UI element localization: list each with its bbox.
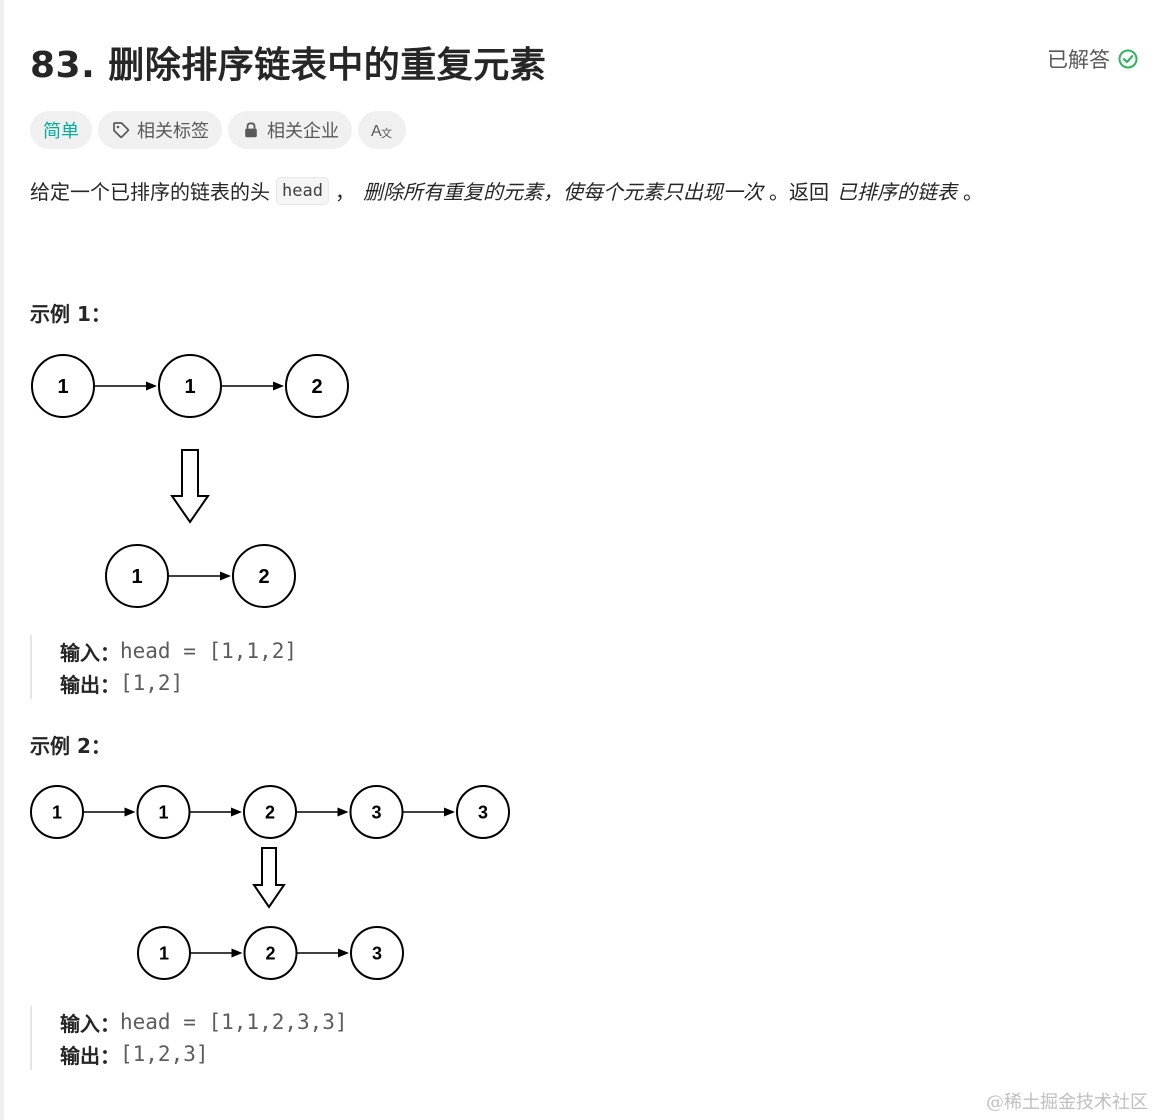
ex1-before-node <box>31 354 95 418</box>
example-2-diagram: 1 1 2 3 3 1 2 3 <box>30 785 510 980</box>
svg-text:A: A <box>371 123 382 140</box>
desc-emphasis-1: 删除所有重复的元素，使每个元素只出现一次 <box>362 180 763 204</box>
translate-button[interactable]: A 文 <box>358 111 406 149</box>
ex2-before-node-value: 1 <box>52 802 62 822</box>
solved-status: 已解答 <box>1047 44 1138 74</box>
desc-code-head: head <box>276 176 329 205</box>
ex2-before-arrow-head <box>337 807 349 817</box>
input-value: head = [1,1,2,3,3] <box>120 1010 348 1034</box>
tag-icon <box>113 122 130 139</box>
desc-emphasis-2: 已排序的链表 <box>836 180 957 204</box>
ex2-after-node-value: 1 <box>159 943 169 963</box>
ex2-before-node-value: 3 <box>371 802 381 822</box>
ex2-before-node <box>349 785 404 839</box>
ex1-before-arrow-head <box>273 381 284 391</box>
ex1-before-arrow-head <box>146 381 157 391</box>
example-1-title: 示例 1： <box>30 302 111 326</box>
example-1-output: 输出： [1,2] <box>60 667 297 699</box>
example-1-input: 输入： head = [1,1,2] <box>60 635 297 667</box>
ex2-after-node <box>137 926 191 980</box>
ex2-before-arrow-head <box>124 807 136 817</box>
ex1-after-arrow-head <box>220 571 231 581</box>
related-companies-label: 相关企业 <box>267 121 339 142</box>
desc-text-2: ， <box>334 180 355 204</box>
ex1-after-node <box>232 544 296 608</box>
ex2-after-node <box>350 926 404 980</box>
ex2-before-node <box>30 785 84 839</box>
ex2-after-arrow-head <box>231 948 243 958</box>
ex2-before-node <box>136 785 191 839</box>
svg-text:文: 文 <box>381 126 392 140</box>
ex2-before-node-value: 3 <box>478 802 488 822</box>
ex1-before-node-value: 2 <box>311 376 322 398</box>
solved-label: 已解答 <box>1047 48 1110 72</box>
input-value: head = [1,1,2] <box>120 639 298 663</box>
related-companies-button[interactable]: 相关企业 <box>228 111 352 149</box>
page-title: 83. 删除排序链表中的重复元素 <box>30 45 547 86</box>
ex1-before-node <box>285 354 349 418</box>
example-1-io: 输入： head = [1,1,2] 输出： [1,2] <box>30 635 297 699</box>
ex2-before-arrow-head <box>444 807 455 817</box>
ex1-before-node <box>158 354 222 418</box>
tag-bar: 简单 相关标签 相关企业 A 文 <box>30 111 406 149</box>
check-circle-icon <box>1118 49 1138 69</box>
ex1-before-node-value: 1 <box>184 376 195 398</box>
related-tags-button[interactable]: 相关标签 <box>98 111 222 149</box>
ex2-before-node-value: 2 <box>265 802 275 822</box>
ex2-before-node <box>456 785 510 839</box>
difficulty-label: 简单 <box>43 121 79 142</box>
desc-text-4: 。 <box>962 180 983 204</box>
example-2-input: 输入： head = [1,1,2,3,3] <box>60 1006 348 1038</box>
ex2-before-arrow-head <box>231 807 242 817</box>
desc-text-3: 。返回 <box>768 180 829 204</box>
translate-icon: A 文 <box>371 123 392 140</box>
example-2-io: 输入： head = [1,1,2,3,3] 输出： [1,2,3] <box>30 1006 348 1070</box>
output-label: 输出： <box>60 672 120 697</box>
ex1-before-node-value: 1 <box>57 376 68 398</box>
desc-text-1: 给定一个已排序的链表的头 <box>30 180 270 204</box>
output-value: [1,2] <box>120 671 184 695</box>
ex1-after-node <box>105 544 169 608</box>
example-2-output: 输出： [1,2,3] <box>60 1038 348 1070</box>
output-label: 输出： <box>60 1043 120 1068</box>
ex2-after-node-value: 3 <box>372 943 382 963</box>
ex2-after-node-value: 2 <box>265 943 275 963</box>
watermark: @稀土掘金技术社区 <box>986 1092 1148 1113</box>
ex2-down-arrow <box>252 847 286 909</box>
output-value: [1,2,3] <box>120 1042 209 1066</box>
ex2-after-arrow-head <box>338 948 349 958</box>
input-label: 输入： <box>60 1011 120 1036</box>
ex2-after-node <box>243 926 298 980</box>
ex2-before-node <box>243 785 297 839</box>
ex1-down-arrow <box>170 449 210 524</box>
left-edge-divider <box>0 0 4 1120</box>
input-label: 输入： <box>60 640 120 665</box>
related-tags-label: 相关标签 <box>137 121 209 142</box>
example-1-diagram: 1 1 2 1 2 <box>31 354 349 608</box>
ex1-after-node-value: 1 <box>131 566 142 588</box>
ex2-before-node-value: 1 <box>158 802 168 822</box>
difficulty-badge[interactable]: 简单 <box>30 111 92 149</box>
problem-description: 给定一个已排序的链表的头 head ， 删除所有重复的元素，使每个元素只出现一次… <box>30 176 983 205</box>
lock-icon <box>245 122 257 138</box>
ex1-after-node-value: 2 <box>258 566 269 588</box>
example-2-title: 示例 2： <box>30 734 111 758</box>
